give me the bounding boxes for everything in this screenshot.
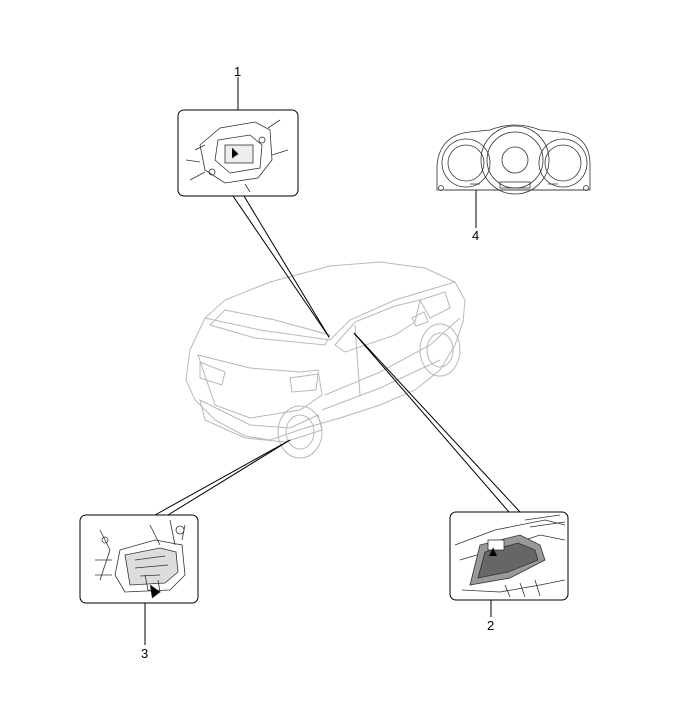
inset-3 xyxy=(79,514,199,604)
vehicle-illustration xyxy=(185,261,466,459)
inset-2 xyxy=(449,511,569,601)
callout-4: 4 xyxy=(472,228,479,243)
inset-1 xyxy=(177,109,299,197)
inset-4-instrument-cluster xyxy=(436,124,591,195)
callout-1: 1 xyxy=(234,64,241,79)
callout-2: 2 xyxy=(487,618,494,633)
callout-3: 3 xyxy=(141,646,148,661)
